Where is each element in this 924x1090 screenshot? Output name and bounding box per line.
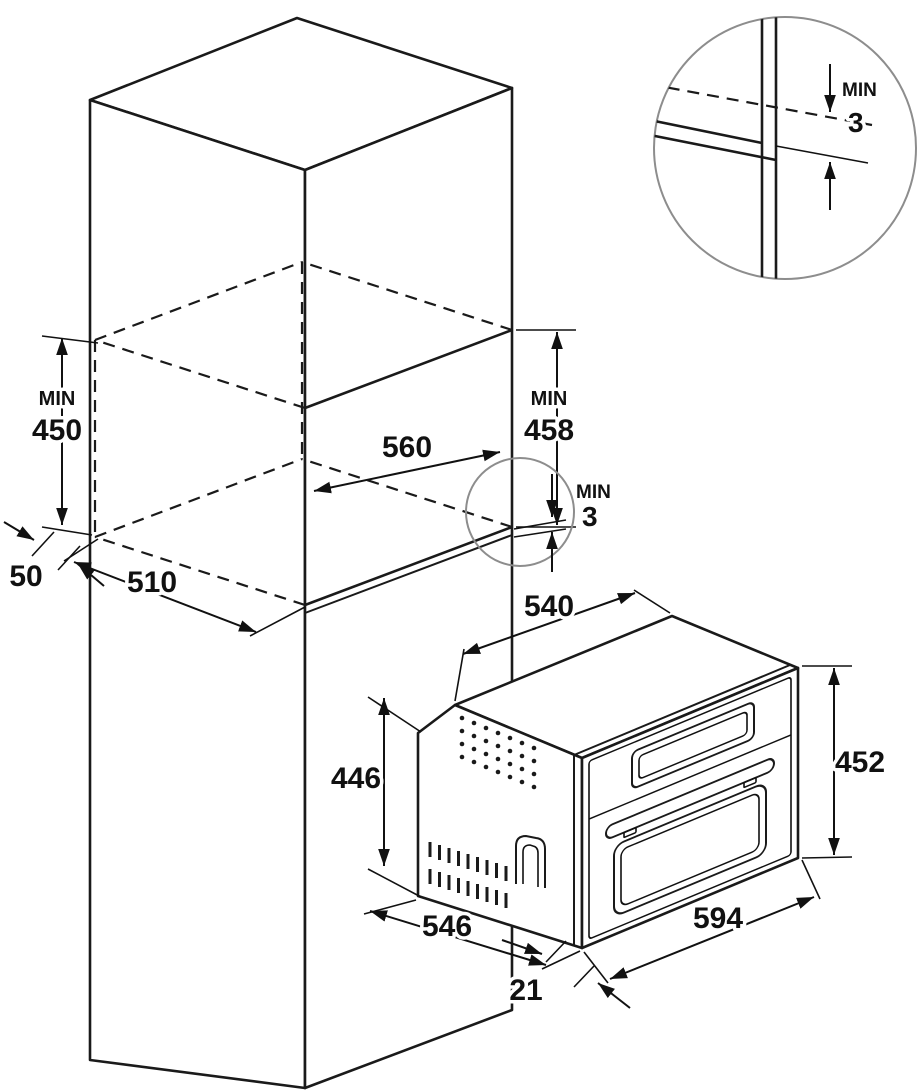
dimension-front-width: 594 bbox=[583, 859, 821, 984]
shelf-gap-callout: MIN 3 bbox=[465, 457, 614, 572]
niche-width-value: 560 bbox=[382, 431, 432, 464]
dimension-niche-height-front: MIN 458 bbox=[516, 329, 578, 528]
niche-opening bbox=[304, 328, 513, 614]
cable-clip bbox=[515, 834, 546, 888]
min-458-value: 458 bbox=[524, 414, 574, 447]
display-window bbox=[631, 702, 755, 789]
oven-front-face bbox=[580, 666, 800, 950]
shelf-gap-prefix: MIN bbox=[576, 482, 611, 503]
dimension-body-width: 540 bbox=[454, 587, 671, 702]
front-width-value: 594 bbox=[693, 902, 743, 935]
detail-gap-prefix: MIN bbox=[842, 80, 877, 101]
oven-drawing bbox=[416, 614, 800, 950]
body-height-value: 446 bbox=[331, 762, 381, 795]
frame-overhang-value: 21 bbox=[509, 974, 542, 1007]
dimension-niche-depth: 510 bbox=[63, 538, 306, 637]
dimension-niche-height-rear: MIN 450 bbox=[28, 335, 99, 536]
zoom-circle bbox=[653, 16, 917, 280]
door-glass bbox=[613, 784, 767, 915]
vent-dots bbox=[459, 715, 537, 790]
dimension-frame-overhang: 21 bbox=[501, 939, 631, 1011]
detail-zoom-view: MIN 3 bbox=[653, 16, 917, 280]
detail-gap-value: 3 bbox=[848, 107, 864, 138]
oven-front-details bbox=[588, 677, 792, 939]
vent-slots bbox=[428, 842, 508, 908]
front-height-value: 452 bbox=[835, 746, 885, 779]
dimension-niche-width: 560 bbox=[313, 428, 501, 494]
dimension-body-depth: 546 bbox=[363, 899, 581, 970]
min-458-prefix: MIN bbox=[531, 388, 568, 410]
door-handle bbox=[605, 758, 775, 839]
dimension-front-height: 452 bbox=[801, 665, 889, 859]
dimension-body-height: 446 bbox=[327, 696, 422, 898]
min-450-value: 450 bbox=[32, 414, 82, 447]
rear-clearance-value: 50 bbox=[9, 560, 42, 593]
dimension-rear-clearance: 50 bbox=[3, 521, 105, 597]
niche-depth-value: 510 bbox=[127, 566, 177, 599]
body-depth-value: 546 bbox=[422, 910, 472, 943]
shelf-gap-circle bbox=[465, 457, 575, 567]
min-450-prefix: MIN bbox=[39, 388, 76, 410]
shelf-gap-value: 3 bbox=[582, 501, 598, 532]
oven-frame-top-edge bbox=[573, 664, 791, 756]
body-width-value: 540 bbox=[524, 590, 574, 623]
